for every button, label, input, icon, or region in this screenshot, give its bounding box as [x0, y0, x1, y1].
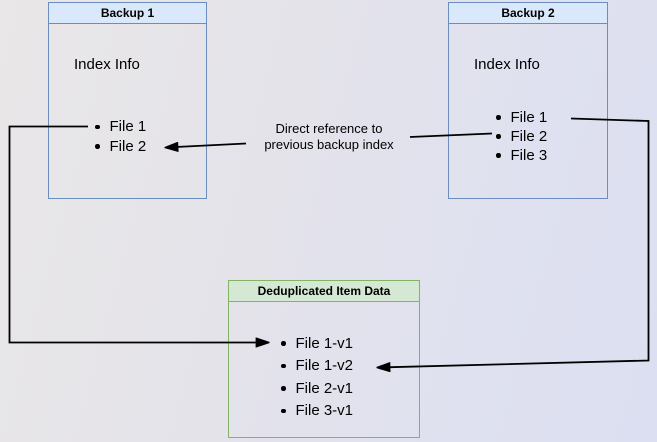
bullet-icon	[281, 341, 286, 346]
list-item: File 2	[95, 137, 146, 157]
list-item: File 1-v1	[281, 332, 353, 355]
file-label: File 2	[109, 137, 147, 155]
bullet-icon	[95, 124, 100, 129]
list-item: File 1	[95, 117, 146, 137]
file-label: File 1	[510, 109, 548, 126]
deduplicated-item-data-box: Deduplicated Item Data File 1-v1 File 1-…	[228, 280, 420, 438]
bullet-icon	[281, 386, 286, 391]
backup2-file-list: File 1 File 2 File 3	[496, 108, 547, 165]
list-item: File 1	[496, 108, 547, 127]
bullet-icon	[95, 144, 100, 149]
direct-reference-label: Direct reference to previous backup inde…	[238, 121, 420, 152]
backup1-index-info-label: Index Info	[74, 56, 140, 73]
file-label: File 1	[109, 118, 147, 136]
item-label: File 1-v2	[295, 357, 354, 375]
file-label: File 3	[510, 147, 548, 164]
bullet-icon	[281, 363, 286, 368]
direct-reference-label-line1: Direct reference to	[275, 121, 383, 136]
bullet-icon	[281, 408, 286, 413]
direct-reference-label-line2: previous backup index	[264, 136, 394, 152]
backup2-header: Backup 2	[449, 3, 607, 24]
list-item: File 3-v1	[281, 400, 353, 423]
dedup-item-list: File 1-v1 File 1-v2 File 2-v1 File 3-v1	[281, 332, 353, 422]
backup1-header: Backup 1	[49, 3, 206, 24]
dedup-header: Deduplicated Item Data	[229, 281, 419, 302]
bullet-icon	[496, 115, 501, 120]
file-label: File 2	[510, 128, 548, 145]
backup1-file-list: File 1 File 2	[95, 117, 146, 156]
list-item: File 1-v2	[281, 355, 353, 378]
list-item: File 2-v1	[281, 377, 353, 400]
backup2-box: Backup 2 Index Info File 1 File 2 File 3	[448, 2, 608, 199]
list-item: File 2	[496, 127, 547, 146]
bullet-icon	[496, 153, 501, 158]
backup2-index-info-label: Index Info	[474, 56, 540, 73]
item-label: File 3-v1	[295, 402, 354, 420]
backup1-box: Backup 1 Index Info File 1 File 2	[48, 2, 207, 199]
list-item: File 3	[496, 146, 547, 165]
bullet-icon	[496, 134, 501, 139]
item-label: File 1-v1	[295, 334, 354, 352]
item-label: File 2-v1	[295, 379, 354, 397]
